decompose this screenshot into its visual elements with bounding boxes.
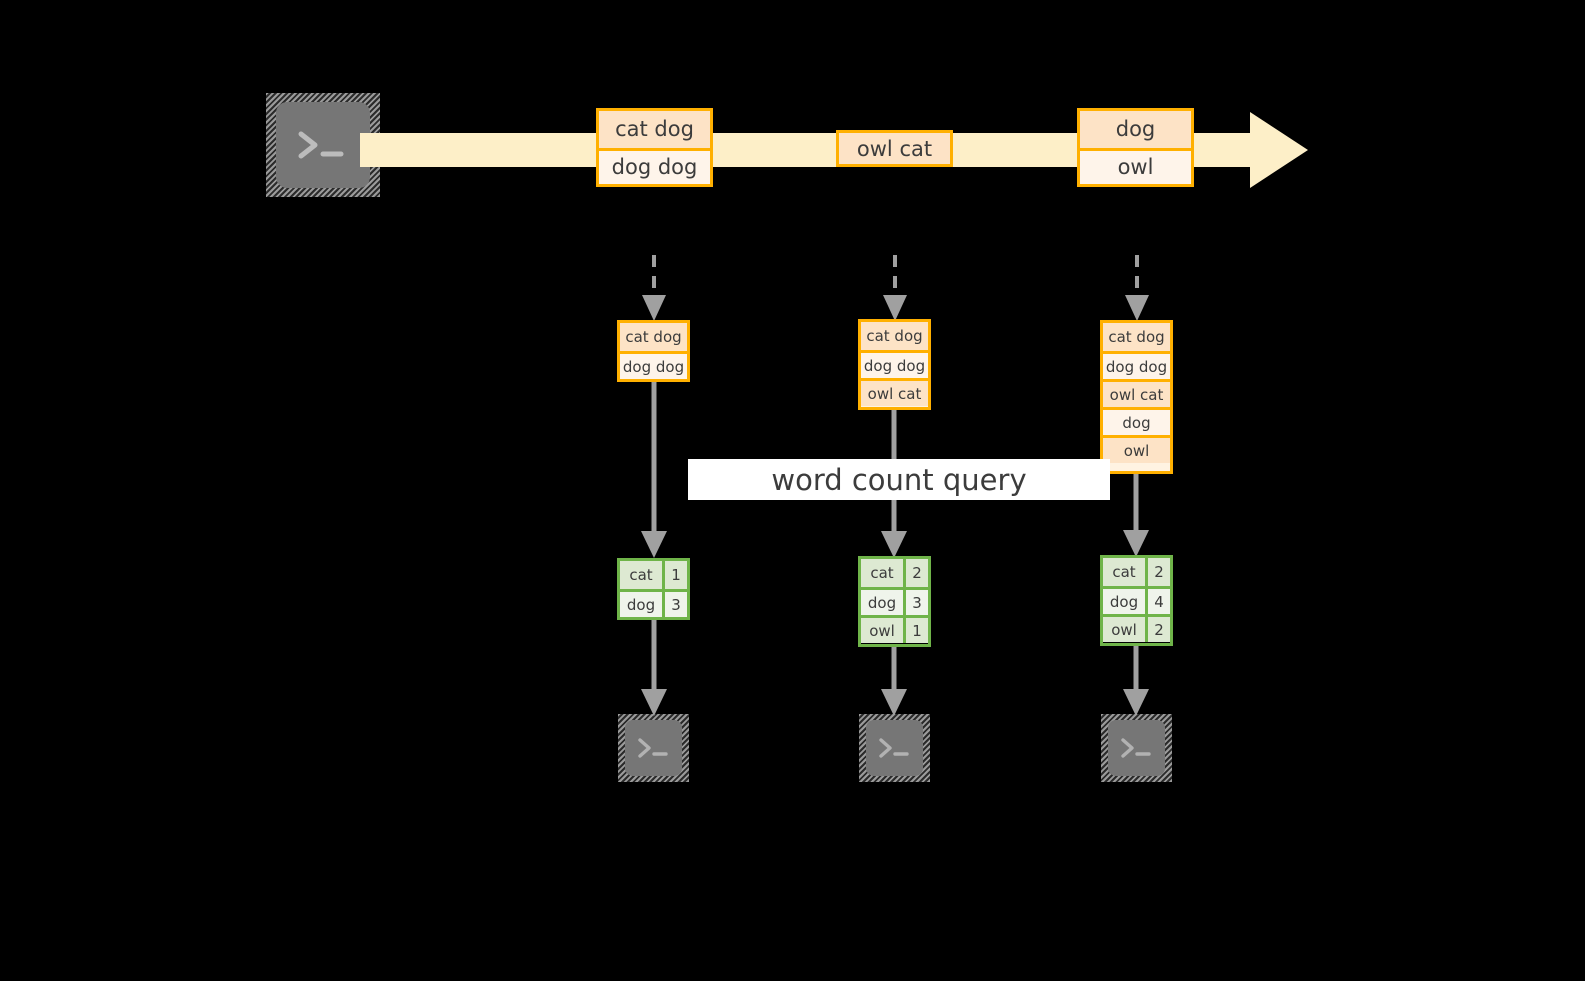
snapshot-3-input-buffer[interactable]: cat dog dog dog owl cat dog owl [1100,320,1173,474]
terminal-body [276,102,370,188]
snapshot-1-sink-terminal-icon [618,714,689,782]
table-row: cat 2 [1103,558,1170,586]
snapshot-3-result-table[interactable]: cat 2 dog 4 owl 2 [1100,555,1173,646]
table-row: dog 4 [1103,586,1170,614]
terminal-prompt-glyph [1120,738,1151,758]
snapshot-3-tap-arrow [1117,255,1157,323]
table-row: owl 2 [1103,614,1170,642]
snapshot-2-result-word-1: cat [861,559,906,587]
query-label-text: word count query [771,462,1027,497]
snapshot-1-result-table[interactable]: cat 1 dog 3 [617,558,690,620]
snapshot-3-result-word-2: dog [1103,589,1148,614]
snapshot-1-result-count-1: 1 [665,561,687,589]
snapshot-1-tap-arrow [634,255,674,323]
terminal-prompt-glyph [878,738,909,758]
snapshot-2-result-word-2: dog [861,590,906,615]
snapshot-3-input-row-3: owl cat [1103,379,1170,407]
snapshot-1-result-word-1: cat [620,561,665,589]
snapshot-2-tap-arrow [875,255,915,323]
snapshot-3-input-row-1: cat dog [1103,323,1170,351]
snapshot-3-result-word-3: owl [1103,617,1148,642]
snapshot-1-input-buffer[interactable]: cat dog dog dog [617,320,690,382]
table-row: cat 1 [620,561,687,589]
stream-event-2[interactable]: owl cat [836,130,953,167]
stream-event-3-line-2: owl [1080,147,1191,184]
stream-event-2-line-1: owl cat [839,133,950,164]
snapshot-2-input-row-3: owl cat [861,378,928,406]
terminal-prompt-glyph [298,131,344,159]
snapshot-1-result-count-2: 3 [665,592,687,617]
snapshot-1-query-arrow [637,381,671,559]
snapshot-2-input-buffer[interactable]: cat dog dog dog owl cat [858,319,931,410]
snapshot-1-sink-arrow [637,619,671,717]
snapshot-2-input-row-2: dog dog [861,350,928,378]
snapshot-1-result-word-2: dog [620,592,665,617]
snapshot-2-result-count-3: 1 [906,618,928,643]
terminal-body [866,720,923,776]
snapshot-3-result-count-3: 2 [1148,617,1170,642]
snapshot-2-result-count-1: 2 [906,559,928,587]
snapshot-2-result-table[interactable]: cat 2 dog 3 owl 1 [858,556,931,647]
snapshot-1-input-row-1: cat dog [620,323,687,351]
stream-event-1-line-1: cat dog [599,111,710,148]
table-row: dog 3 [861,587,928,615]
snapshot-3-query-arrow [1119,473,1153,558]
terminal-prompt-glyph [637,738,668,758]
snapshot-3-input-row-5: owl [1103,435,1170,463]
snapshot-3-input-row-4: dog [1103,407,1170,435]
snapshot-2-result-word-3: owl [861,618,906,643]
query-label: word count query [688,459,1110,500]
stream-event-3[interactable]: dog owl [1077,108,1194,187]
snapshot-2-result-count-2: 3 [906,590,928,615]
snapshot-3-result-word-1: cat [1103,558,1148,586]
snapshot-3-sink-arrow [1119,645,1153,717]
snapshot-3-result-count-1: 2 [1148,558,1170,586]
snapshot-2-sink-terminal-icon [859,714,930,782]
terminal-body [1108,720,1165,776]
terminal-body [625,720,682,776]
stream-event-1-line-2: dog dog [599,147,710,184]
table-row: dog 3 [620,589,687,617]
snapshot-2-input-row-1: cat dog [861,322,928,350]
table-row: cat 2 [861,559,928,587]
snapshot-3-result-count-2: 4 [1148,589,1170,614]
snapshot-3-input-row-2: dog dog [1103,351,1170,379]
stream-event-1[interactable]: cat dog dog dog [596,108,713,187]
snapshot-1-input-row-2: dog dog [620,351,687,379]
table-row: owl 1 [861,615,928,643]
stream-event-3-line-1: dog [1080,111,1191,148]
event-stream-arrow [360,110,1310,190]
snapshot-3-sink-terminal-icon [1101,714,1172,782]
snapshot-2-sink-arrow [877,646,911,717]
